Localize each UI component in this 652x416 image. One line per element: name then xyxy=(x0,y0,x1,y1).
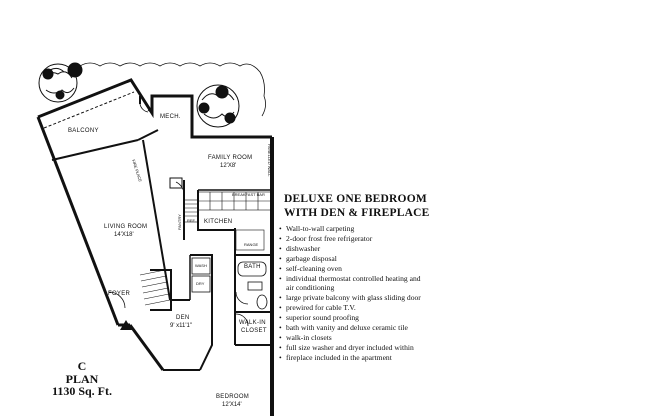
bedroom-size: 12'X14' xyxy=(222,402,242,408)
fireplace xyxy=(169,177,183,189)
walls xyxy=(36,78,274,416)
plan-heading: DELUXE ONE BEDROOM WITH DEN & FIREPLACE xyxy=(284,192,430,220)
hedge-strip xyxy=(79,62,266,117)
mech-label: MECH. xyxy=(160,114,181,120)
walk-in-closet-label-1: WALK-IN xyxy=(239,320,266,326)
entry-arrow xyxy=(120,320,132,330)
plan-word: PLAN xyxy=(65,371,99,386)
plan-identifier: C PLAN 1130 Sq. Ft. xyxy=(32,360,132,398)
feature-item: •Wall-to-wall carpeting xyxy=(279,224,355,233)
dry-label: DRY xyxy=(196,281,205,286)
feature-item: •garbage disposal xyxy=(279,253,337,263)
den-size: 9' x11'1" xyxy=(170,323,192,329)
kitchen-cabinets xyxy=(183,191,273,251)
breakfast-bar-label: BREAKFAST BAR xyxy=(232,192,265,197)
feature-item: •individual thermostat controlled heatin… xyxy=(279,273,421,283)
feature-item: •full size washer and dryer included wit… xyxy=(279,342,414,352)
feature-item: •bath with vanity and deluxe ceramic til… xyxy=(279,323,408,333)
feature-item: •prewired for cable T.V. xyxy=(279,303,356,313)
ref-label: REF. xyxy=(187,218,196,223)
heading-line-1: DELUXE ONE BEDROOM xyxy=(284,193,427,205)
washer-dryer xyxy=(191,257,211,293)
feature-item: •fireplace included in the apartment xyxy=(279,352,392,362)
kitchen-label: KITCHEN xyxy=(204,219,232,225)
living-room-size: 14'X18' xyxy=(114,232,134,238)
walk-in-closet-label-2: CLOSET xyxy=(241,328,267,334)
range-label: RANGE xyxy=(244,242,259,247)
feature-item: •walk-in closets xyxy=(279,332,332,342)
balcony-label: BALCONY xyxy=(68,128,99,134)
balcony-rail xyxy=(43,91,135,129)
shrub-right xyxy=(196,84,240,128)
bath-fixtures xyxy=(237,261,268,310)
feature-list: •Wall-to-wall carpeting •2-door frost fr… xyxy=(279,224,479,363)
fireplace-label: FIRE PLACE xyxy=(131,159,143,183)
feature-item: •large private balcony with glass slidin… xyxy=(279,293,421,303)
feature-item: •superior sound proofing xyxy=(279,313,359,323)
wash-label: WASH xyxy=(195,263,207,268)
bath-label: BATH xyxy=(244,264,261,270)
door-swings xyxy=(108,103,249,327)
family-room-label: FAMILY ROOM xyxy=(208,155,252,161)
feature-item-continued: air conditioning xyxy=(286,283,335,293)
foyer-label: FOYER xyxy=(108,291,131,297)
feature-item: •dishwasher xyxy=(279,243,321,253)
feature-item: •self-cleaning oven xyxy=(279,263,342,273)
shrub-left xyxy=(38,62,83,103)
living-room-label: LIVING ROOM xyxy=(104,224,147,230)
family-room-size: 12'X8' xyxy=(220,163,236,169)
feature-item: •2-door frost free refrigerator xyxy=(279,233,373,243)
bedroom-label: BEDROOM xyxy=(216,394,249,400)
heading-line-2: WITH DEN & FIREPLACE xyxy=(284,207,430,219)
closet-shelving xyxy=(139,269,171,306)
pantry-label: PANTRY xyxy=(177,214,182,230)
plan-area: 1130 Sq. Ft. xyxy=(51,384,112,398)
plan-letter: C xyxy=(77,359,87,373)
paneling-label: PANELLED WALL xyxy=(267,144,272,177)
den-label: DEN xyxy=(176,315,190,321)
